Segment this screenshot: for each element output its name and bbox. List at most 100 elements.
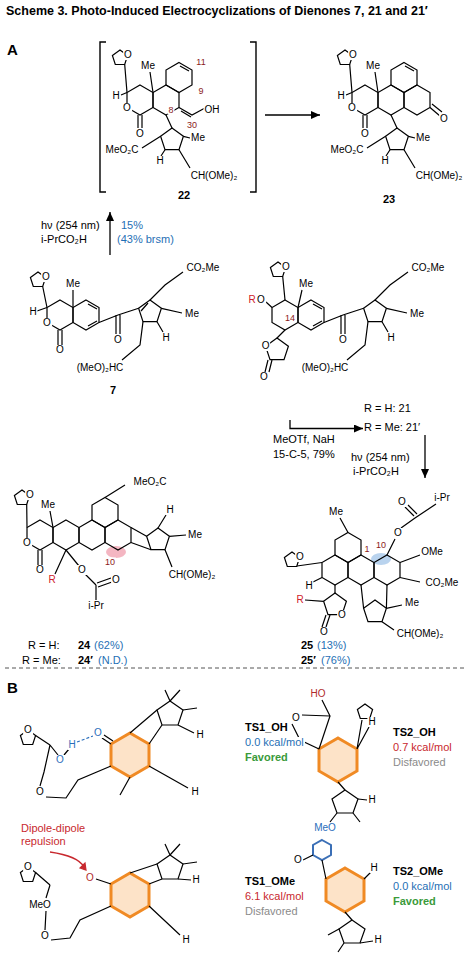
atom-label: MeO₂C — [330, 145, 365, 155]
atom-label: O — [261, 341, 271, 351]
atom-label: H — [67, 740, 76, 750]
atom-label: Me — [365, 61, 381, 71]
atom-label: H — [191, 875, 200, 885]
reaction-condition: hν (254 nm) — [40, 220, 101, 231]
atom-label: (MeO)₂HC — [301, 363, 350, 373]
atom-label: OH — [204, 105, 221, 115]
scheme-note: 15-C-5, 79% — [272, 449, 336, 460]
compound-7 — [73, 300, 99, 330]
atom-label: H — [369, 863, 378, 873]
atom-label: O — [338, 335, 348, 345]
atom-label: O — [281, 262, 291, 272]
atom-label: H — [195, 730, 204, 740]
compound-label: R = H: 21 — [363, 403, 412, 414]
compound-7 — [37, 272, 183, 360]
reaction-arrow — [290, 420, 363, 429]
atom-label: H — [373, 935, 382, 945]
compound-24 — [105, 520, 131, 550]
compound-label: 24′ — [77, 655, 94, 666]
atom-label: O — [135, 129, 145, 139]
atom-label: i-Pr — [433, 493, 451, 503]
compound-label: 25′ — [300, 655, 317, 666]
atom-label: Me — [415, 133, 431, 143]
atom-label: (MeO)₂HC — [76, 363, 125, 373]
compound-21 — [272, 300, 298, 330]
scheme-note: TS1_OH — [244, 722, 289, 733]
ts2-oh — [319, 738, 357, 782]
ts2-ome — [303, 855, 373, 952]
ts2-ome — [326, 868, 364, 912]
compound-block: 22 — [95, 38, 265, 212]
atom-label: 30 — [186, 121, 198, 130]
compound-label: R = Me: — [21, 655, 62, 666]
atom-label: 11 — [195, 58, 206, 67]
atom-label: O — [55, 345, 65, 355]
atom-label: Me — [140, 61, 156, 71]
compound-22 — [166, 63, 192, 93]
atom-label: O — [23, 725, 33, 735]
compound-25 — [335, 533, 361, 563]
reaction-condition: hν (254 nm) — [350, 452, 411, 463]
compound-25 — [322, 555, 348, 585]
compound-label: 25 — [300, 640, 314, 651]
compound-25 — [348, 555, 374, 585]
atom-label: O — [259, 372, 269, 382]
atom-label: MeO — [313, 823, 337, 833]
compound-24 — [14, 485, 186, 600]
atom-label: MeO₂C — [105, 145, 140, 155]
scheme-note: Dipole-dipole repulsion — [20, 822, 98, 847]
scheme-note: Favored — [244, 752, 289, 763]
atom-label: O — [256, 295, 266, 305]
atom-label: CH(OMe)₂ — [396, 629, 445, 639]
compound-22 — [161, 128, 184, 150]
reaction-condition: MeOTf, NaH — [272, 434, 336, 445]
scheme-note: 15% — [120, 220, 144, 231]
atom-label: H — [161, 333, 170, 343]
ts2-oh — [292, 700, 369, 822]
compound-22 — [100, 42, 256, 192]
compound-21 — [298, 300, 324, 330]
scheme-title: Scheme 3. Photo-Induced Electrocyclizati… — [6, 4, 466, 20]
atom-label: Me — [328, 507, 344, 517]
atom-label: O — [35, 565, 45, 575]
compound-label: 7 — [109, 385, 117, 396]
compound-label: R = Me: 21′ — [363, 422, 421, 433]
atom-label: Me — [409, 309, 425, 319]
atom-label: H — [367, 717, 376, 727]
compound-22 — [153, 85, 179, 115]
compound-22 — [100, 42, 256, 192]
atom-label: O — [25, 490, 35, 500]
ts1-oh — [157, 701, 183, 725]
atom-label: O — [42, 318, 52, 328]
atom-label: O — [23, 862, 33, 872]
scheme-note: TS2_OH — [392, 727, 437, 738]
atom-label: H — [155, 156, 164, 166]
compound-block: 25(13%)25′(76%) — [242, 478, 468, 668]
atom-label: O — [295, 552, 305, 562]
atom-label: O — [319, 627, 329, 637]
atom-label: i-Pr — [87, 601, 105, 611]
scheme-note: Disfavored — [392, 757, 447, 768]
reaction-arrow — [265, 114, 320, 115]
ts1-ome — [20, 844, 197, 940]
compound-24 — [53, 520, 79, 550]
compound-24 — [27, 485, 186, 600]
atom-label: CH(OMe)₂ — [168, 570, 217, 580]
ts1-ome — [36, 844, 197, 940]
atom-label: 8 — [167, 106, 174, 115]
ts1-ome — [157, 855, 183, 879]
ts2-oh — [292, 700, 373, 822]
compound-25 — [364, 600, 387, 622]
reaction-arrow — [109, 212, 110, 255]
atom-label: Me — [65, 279, 81, 289]
atom-label: H — [336, 91, 345, 101]
scheme-note: i-PrCO₂H — [40, 234, 88, 245]
ts1-oh — [77, 736, 93, 742]
scheme-note: 0.0 kcal/mol — [392, 881, 453, 892]
atom-label: O — [439, 114, 449, 124]
atom-label: O — [111, 575, 121, 585]
compound-block: R = H: 21 — [245, 255, 468, 420]
scheme-note: (43% brsm) — [116, 234, 175, 245]
